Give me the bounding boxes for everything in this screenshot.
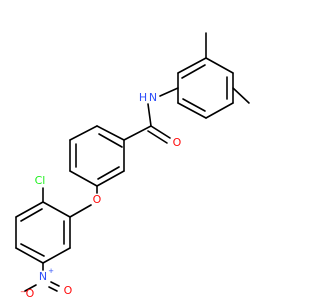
n-aryl-bond [159,87,179,97]
ring-c-bond-2 [15,201,44,218]
carbonyl-double-bond-1 [150,125,171,139]
nitro-o-down-bond [24,284,37,292]
ring-b-bond-5 [96,170,125,187]
carbonyl-o-label: O [173,136,182,149]
ether-ring-bond [69,204,92,218]
ring-c-bond-5 [42,247,71,264]
nitro-o-right-label: O [64,284,73,297]
ring-c-bond-2-inner [20,208,43,222]
ring-c-bond-4 [15,247,44,264]
ring-b-bond-4 [69,170,98,187]
ring-a-bond-1 [177,57,207,74]
carbonyl-ring-bond [123,125,152,141]
ring-c-bond-1 [42,201,71,218]
n-carbonyl-bond [147,103,152,127]
ring-b-bond-2 [69,125,98,141]
nitro-o-right-bond-1 [50,281,60,287]
amide-n-label: N [149,91,157,104]
ring-b-bond-1 [96,125,125,141]
ring-a-bond-5-inner [182,98,206,112]
methyl-bond-right [232,87,250,104]
ring-a-bond-4 [205,102,234,119]
nitro-o-down-label: O [26,287,35,300]
ether-o-label: O [93,193,102,206]
atom-labels: N H O O Cl N + O − O [20,91,182,300]
ring-a-bond-2 [205,57,234,74]
bond-lines [15,32,250,292]
ring-c-bond-4-inner [20,243,45,257]
nitro-n-label: N [39,270,47,283]
nitro-o-down-charge: − [20,288,26,296]
chlorine-label: Cl [35,174,46,187]
ring-a-bond-1-inner [181,64,206,79]
amide-h-label: H [139,91,147,104]
ring-b-bond-1-inner [98,133,123,148]
molecule-structure-diagram: N H O O Cl N + O − O [15,32,250,300]
nitro-o-right-bond-2 [48,286,58,292]
ring-b-bond-5-inner [97,166,120,180]
ring-a-bond-5 [177,102,207,119]
carbonyl-double-bond-2 [147,130,168,144]
nitro-n-charge: + [48,267,54,275]
